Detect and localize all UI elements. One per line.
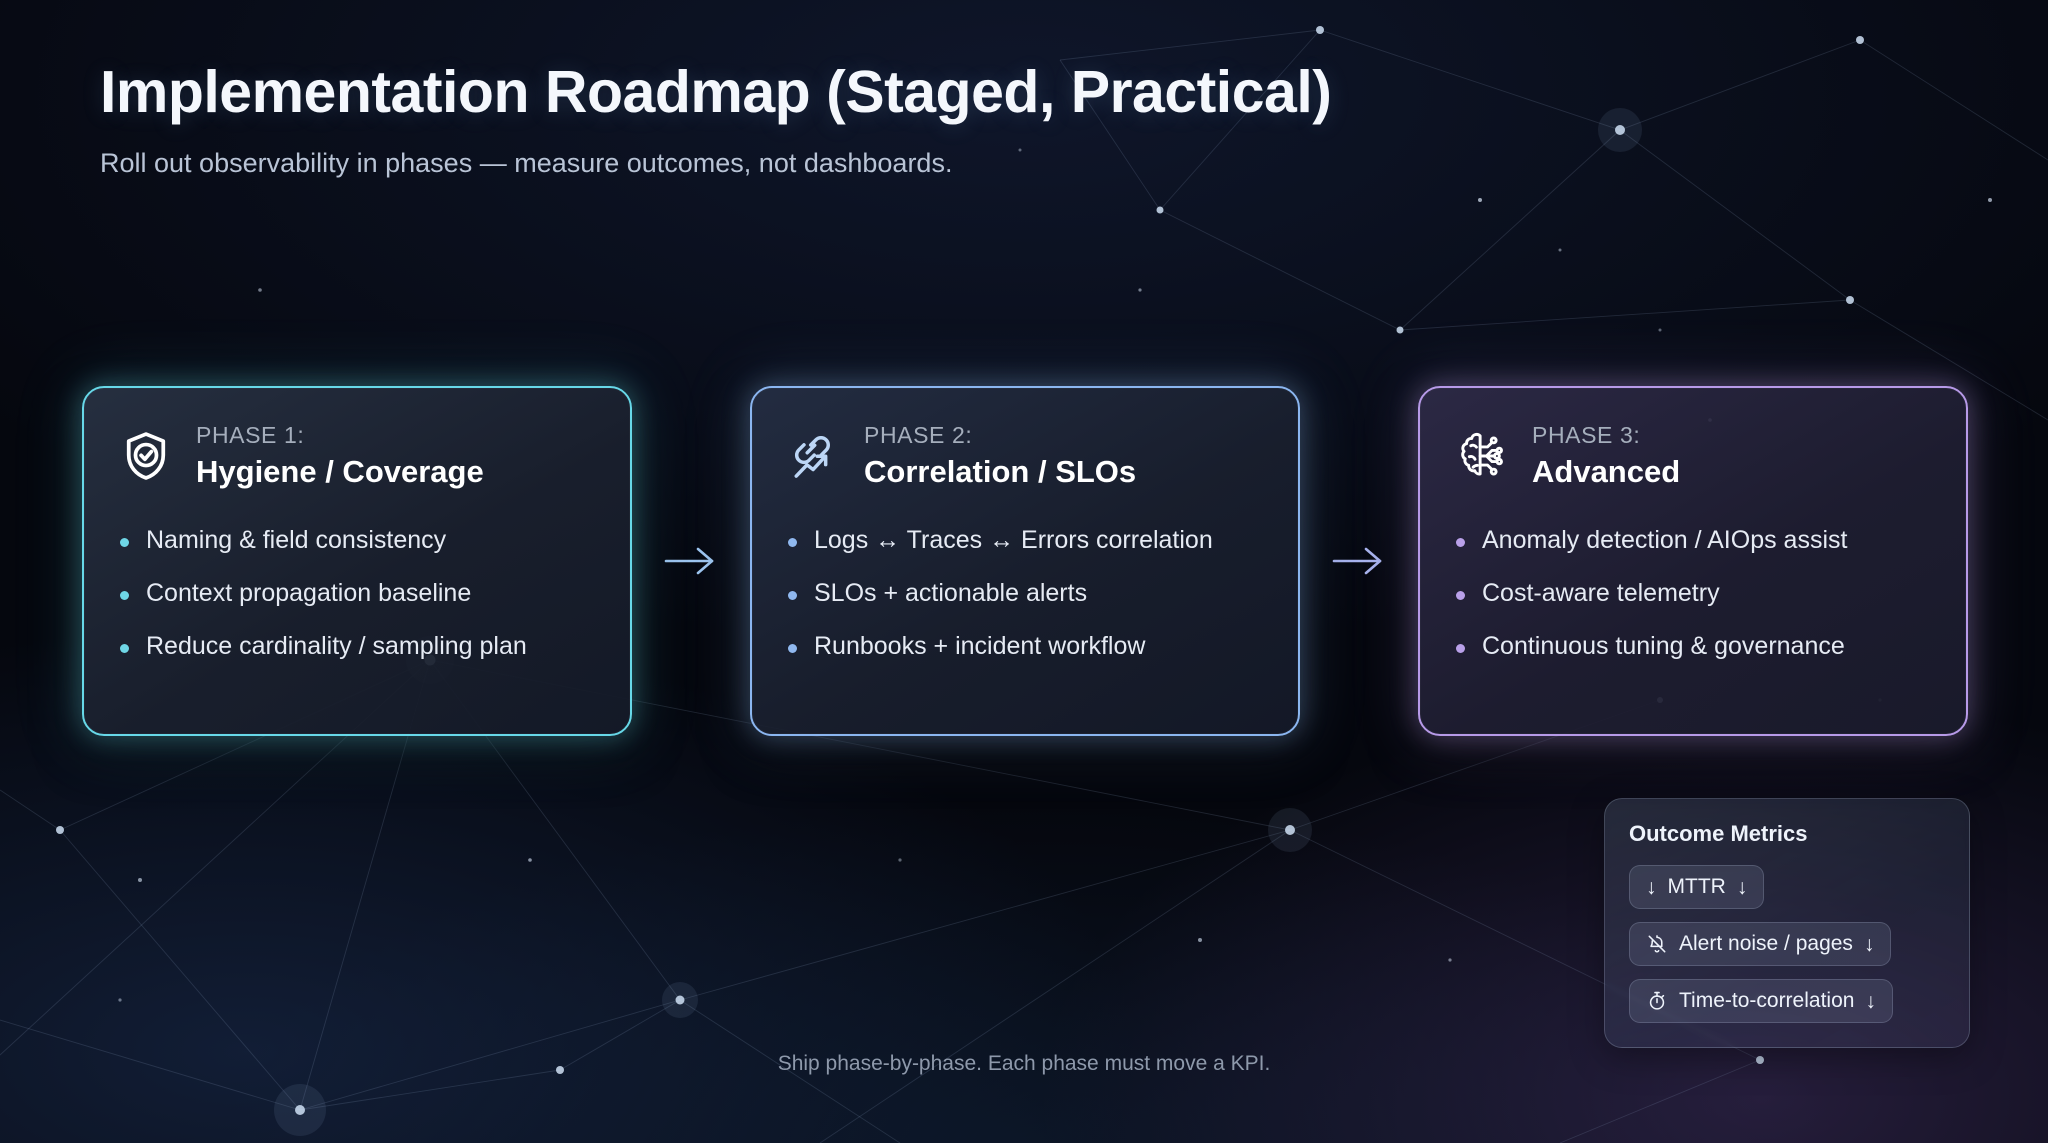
list-item: Continuous tuning & governance	[1454, 632, 1932, 661]
phase-card-1[interactable]: PHASE 1: Hygiene / Coverage Naming & fie…	[82, 386, 632, 736]
stopwatch-icon	[1646, 990, 1668, 1012]
phase-card-2-bullets: Logs ↔ Traces ↔ Errors correlation SLOs …	[786, 526, 1264, 661]
arrow-right-icon	[1332, 547, 1382, 575]
trend-arrow: ↓	[1865, 989, 1876, 1013]
list-item: Context propagation baseline	[118, 579, 596, 608]
metric-label: Time-to-correlation	[1679, 989, 1855, 1012]
bell-off-icon	[1646, 933, 1668, 955]
phase-card-2-heading: PHASE 2: Correlation / SLOs	[864, 422, 1136, 490]
metric-pill-alert-noise[interactable]: Alert noise / pages ↓	[1629, 922, 1892, 966]
metric-pill-mttr[interactable]: ↓ MTTR ↓	[1629, 865, 1765, 909]
phase-card-1-heading: PHASE 1: Hygiene / Coverage	[196, 422, 484, 490]
link-trend-icon	[786, 428, 842, 484]
phase-card-1-bullets: Naming & field consistency Context propa…	[118, 526, 596, 661]
shield-check-icon	[118, 428, 174, 484]
phase-card-3[interactable]: PHASE 3: Advanced Anomaly detection / AI…	[1418, 386, 1968, 736]
trend-arrow: ↓	[1736, 875, 1748, 899]
phase-title: Correlation / SLOs	[864, 454, 1137, 490]
trend-arrow: ↓	[1863, 932, 1875, 956]
phase-card-1-header: PHASE 1: Hygiene / Coverage	[118, 422, 596, 490]
phase-card-2[interactable]: PHASE 2: Correlation / SLOs Logs ↔ Trace…	[750, 386, 1300, 736]
roadmap-row: PHASE 1: Hygiene / Coverage Naming & fie…	[82, 386, 1968, 736]
list-item: Reduce cardinality / sampling plan	[118, 632, 596, 661]
phase-label: PHASE 2:	[864, 422, 973, 448]
metric-pill-time-to-correlation[interactable]: Time-to-correlation ↓	[1629, 979, 1893, 1023]
arrow-right-icon	[664, 547, 714, 575]
list-item: Runbooks + incident workflow	[786, 632, 1264, 661]
outcome-metrics-title: Outcome Metrics	[1629, 821, 1808, 846]
connector-arrow-1	[632, 386, 750, 736]
list-item: Cost-aware telemetry	[1454, 579, 1932, 608]
phase-card-3-bullets: Anomaly detection / AIOps assist Cost-aw…	[1454, 526, 1932, 661]
phase-label: PHASE 3:	[1532, 422, 1641, 448]
page-title: Implementation Roadmap (Staged, Practica…	[100, 59, 1332, 125]
phase-card-2-header: PHASE 2: Correlation / SLOs	[786, 422, 1264, 490]
metric-label: MTTR	[1667, 875, 1726, 898]
phase-card-3-heading: PHASE 3: Advanced	[1532, 422, 1680, 490]
phase-label: PHASE 1:	[196, 422, 305, 448]
page-subtitle: Roll out observability in phases — measu…	[100, 148, 953, 178]
arrow-down-glyph: ↓	[1646, 875, 1657, 899]
phase-card-3-header: PHASE 3: Advanced	[1454, 422, 1932, 490]
brain-circuit-icon	[1454, 428, 1510, 484]
slide-header: Implementation Roadmap (Staged, Practica…	[100, 58, 1332, 179]
footer-note: Ship phase-by-phase. Each phase must mov…	[777, 1052, 1271, 1075]
list-item: Anomaly detection / AIOps assist	[1454, 526, 1932, 555]
phase-title: Hygiene / Coverage	[196, 454, 484, 490]
connector-arrow-2	[1300, 386, 1418, 736]
phase-title: Advanced	[1532, 454, 1681, 490]
list-item: SLOs + actionable alerts	[786, 579, 1264, 608]
outcome-metrics-panel: Outcome Metrics ↓ MTTR ↓ Alert noise / p…	[1604, 798, 1970, 1048]
list-item: Logs ↔ Traces ↔ Errors correlation	[786, 526, 1264, 555]
list-item: Naming & field consistency	[118, 526, 596, 555]
metric-label: Alert noise / pages	[1679, 932, 1853, 955]
